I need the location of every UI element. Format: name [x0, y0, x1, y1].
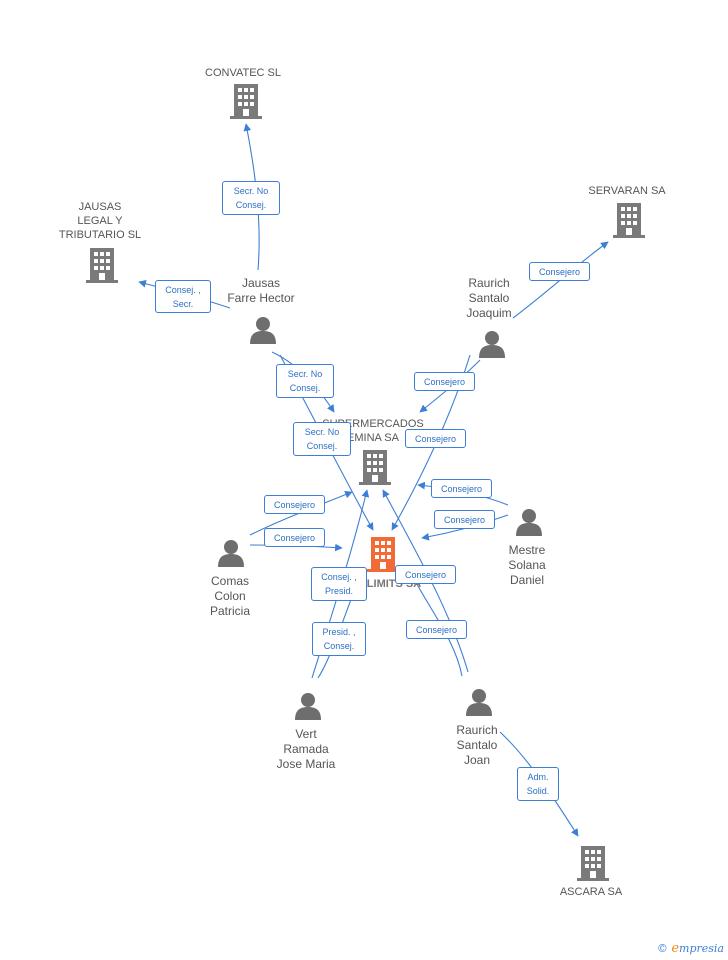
person-icon-vert[interactable]: [294, 692, 322, 720]
relation-label[interactable]: Secr. No Consej.: [293, 422, 351, 456]
relation-label[interactable]: Consejero: [406, 620, 467, 639]
relation-label[interactable]: Consej. , Secr.: [155, 280, 211, 313]
copyright-symbol: ©: [656, 942, 668, 955]
relation-label[interactable]: Consejero: [431, 479, 492, 498]
relation-label[interactable]: Consej. , Presid.: [311, 567, 367, 601]
brand-initial: e: [671, 941, 680, 956]
person-icon-comas[interactable]: [217, 539, 245, 567]
person-label-jausas-farre: Jausas Farre Hector: [227, 276, 295, 305]
person-icon-raurich-joaquim[interactable]: [478, 330, 506, 358]
person-label-vert: Vert Ramada Jose Maria: [276, 727, 336, 771]
relation-label[interactable]: Secr. No Consej.: [222, 181, 280, 215]
building-icon-supermercados[interactable]: [359, 450, 391, 486]
company-label-servaran: SERVARAN SA: [588, 185, 666, 197]
relation-label[interactable]: Presid. , Consej.: [312, 622, 366, 656]
person-label-mestre: Mestre Solana Daniel: [508, 543, 546, 587]
relation-label[interactable]: Consejero: [414, 372, 475, 391]
building-icon-servaran[interactable]: [613, 203, 645, 239]
building-icon-jausas-legal[interactable]: [86, 248, 118, 284]
relation-label[interactable]: Consejero: [264, 495, 325, 514]
building-icon-ascara[interactable]: [577, 846, 609, 882]
person-icon-raurich-joan[interactable]: [465, 688, 493, 716]
brand-name: mpresia: [679, 942, 724, 955]
relation-label[interactable]: Consejero: [434, 510, 495, 529]
relation-label[interactable]: Adm. Solid.: [517, 767, 559, 801]
empresia-logo[interactable]: © empresia: [657, 941, 724, 956]
person-label-raurich-joaquim: Raurich Santalo Joaquim: [466, 276, 512, 320]
building-icon-convatec[interactable]: [230, 84, 262, 120]
person-icon-mestre[interactable]: [515, 508, 543, 536]
relation-label[interactable]: Consejero: [264, 528, 325, 547]
relation-label[interactable]: Consejero: [405, 429, 466, 448]
person-icon-jausas-farre[interactable]: [249, 316, 277, 344]
company-label-jausas-legal: JAUSAS LEGAL Y TRIBUTARIO SL: [58, 201, 142, 241]
relation-label[interactable]: Consejero: [395, 565, 456, 584]
person-label-comas: Comas Colon Patricia: [209, 574, 251, 618]
relation-label[interactable]: Consejero: [529, 262, 590, 281]
relation-label[interactable]: Secr. No Consej.: [276, 364, 334, 398]
company-label-convatec: CONVATEC SL: [205, 67, 281, 79]
building-icon-limits[interactable]: [367, 537, 399, 573]
company-label-ascara: ASCARA SA: [559, 886, 623, 898]
person-label-raurich-joan: Raurich Santalo Joan: [456, 723, 498, 767]
